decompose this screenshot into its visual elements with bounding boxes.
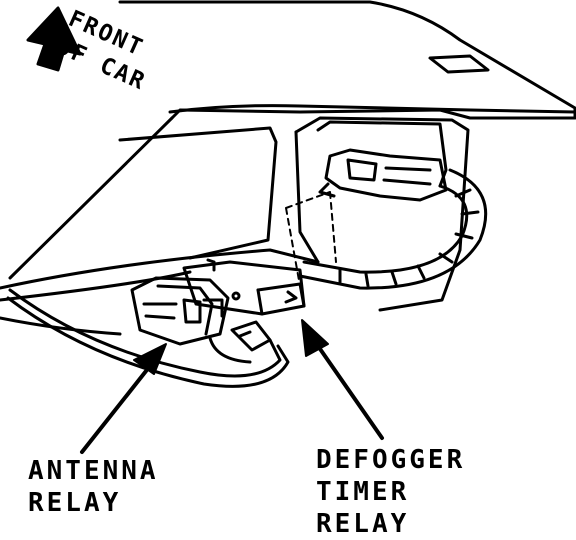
wire-harness [298, 168, 488, 290]
dash-panel-lip [168, 104, 576, 114]
inner-frame-base [294, 130, 320, 264]
antenna-relay-label-line-2: RELAY [28, 488, 122, 518]
defogger-label-line-2: TIMER [316, 477, 410, 507]
upper-panel-curve [8, 116, 174, 280]
relay-cables [6, 288, 290, 388]
lower-body-edge [0, 248, 320, 290]
inner-frame-right [294, 116, 470, 312]
lower-body-curve [0, 316, 122, 336]
dash-panel-outline [118, 0, 576, 120]
antenna-relay [130, 276, 230, 346]
antenna-relay-leader [80, 343, 167, 454]
antenna-relay-label: ANTENNA RELAY [28, 455, 159, 519]
front-of-car-arrow-icon [26, 6, 82, 72]
defogger-relay-leader [301, 319, 384, 440]
defogger-timer-relay [182, 258, 306, 316]
dash-vent-slot [428, 54, 490, 74]
perspective-line [285, 191, 337, 287]
upper-connector [318, 148, 448, 202]
small-plug [230, 320, 272, 352]
antenna-relay-label-line-1: ANTENNA [28, 456, 159, 486]
defogger-label-line-1: DEFOGGER [316, 445, 466, 475]
lower-body-edge-2 [0, 270, 192, 302]
defogger-label-line-3: RELAY [316, 509, 410, 539]
defogger-timer-relay-label: DEFOGGER TIMER RELAY [316, 444, 465, 540]
inner-frame-left [118, 126, 278, 260]
